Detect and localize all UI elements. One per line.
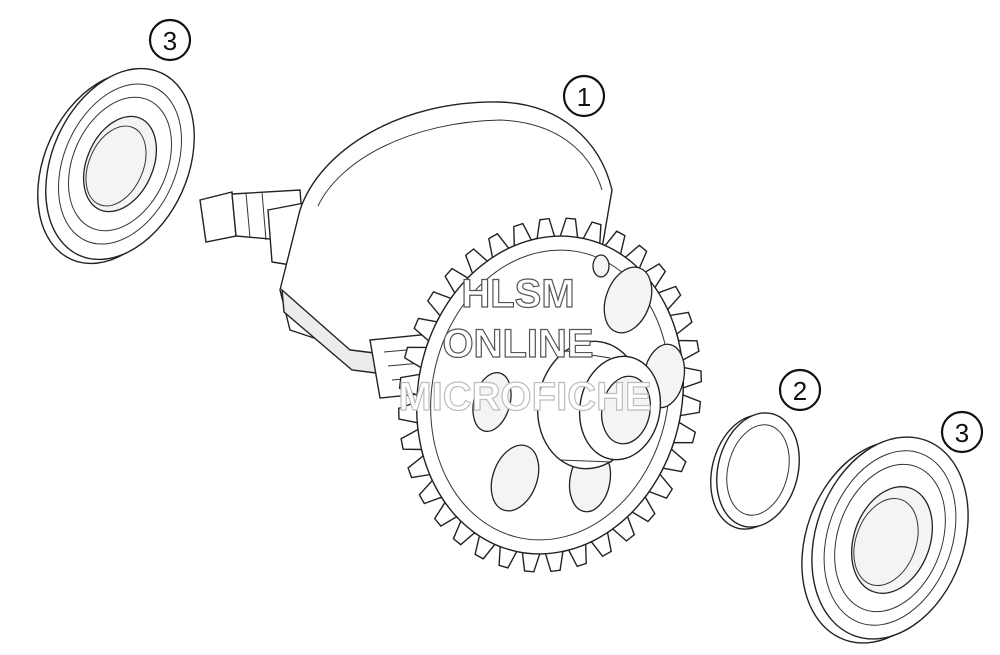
- callout-2-label: 2: [793, 376, 807, 406]
- callout-1-label: 1: [577, 82, 591, 112]
- callout-1: 1: [562, 74, 606, 118]
- callout-3-left: 3: [148, 18, 192, 62]
- callout-3-right-label: 3: [955, 418, 969, 448]
- crankshaft-gear: [397, 217, 703, 573]
- watermark-line-3: MICROFICHE: [398, 375, 651, 419]
- callout-3-right: 3: [940, 410, 984, 454]
- callout-2: 2: [778, 368, 822, 412]
- thrust-washer: [710, 412, 800, 530]
- right-ball-bearing: [801, 436, 969, 644]
- left-ball-bearing: [37, 67, 195, 265]
- watermark-line-2: ONLINE: [442, 322, 593, 366]
- callout-3-left-label: 3: [163, 26, 177, 56]
- watermark-line-1: HLSM: [461, 272, 574, 316]
- watermark: HLSM ONLINE MICROFICHE: [398, 271, 653, 419]
